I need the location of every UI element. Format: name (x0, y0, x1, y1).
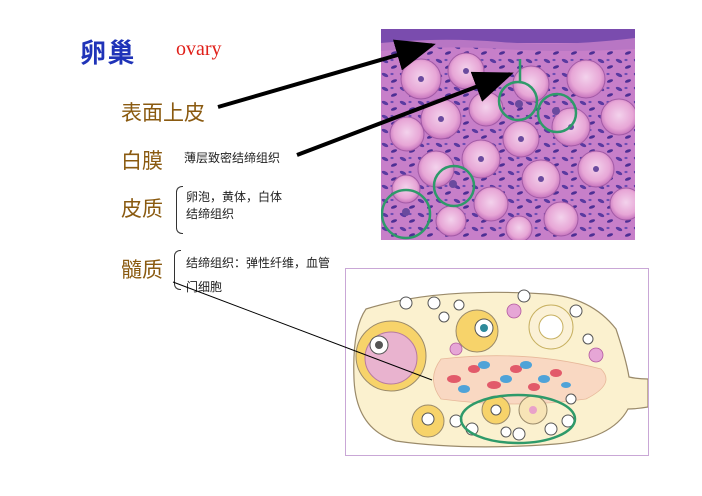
title-english: ovary (176, 38, 222, 60)
desc-medulla-line-1: 结缔组织：弹性纤维，血管 (186, 256, 331, 270)
ovary-schematic-image (353, 289, 649, 448)
term-medulla: 髓质 (121, 258, 163, 282)
ovary-schematic (345, 268, 649, 456)
term-surface-epithelium: 表面上皮 (121, 101, 205, 125)
brace-cortex (176, 186, 183, 234)
desc-cortex: 卵泡，黄体，白体 结缔组织 (186, 189, 282, 223)
highlight-ellipse (459, 393, 577, 445)
desc-cortex-line-1: 卵泡，黄体，白体 (186, 190, 283, 204)
brace-medulla (174, 250, 181, 290)
term-tunica-albuginea: 白膜 (121, 149, 163, 173)
term-cortex: 皮质 (121, 197, 163, 221)
arrow-albuginea (296, 71, 514, 157)
title-chinese: 卵巢 (80, 39, 137, 69)
desc-tunica-albuginea: 薄层致密结缔组织 (184, 151, 281, 165)
pointer-medulla (172, 281, 433, 381)
desc-cortex-line-2: 结缔组织 (186, 207, 235, 221)
arrow-epithelium (217, 39, 436, 109)
